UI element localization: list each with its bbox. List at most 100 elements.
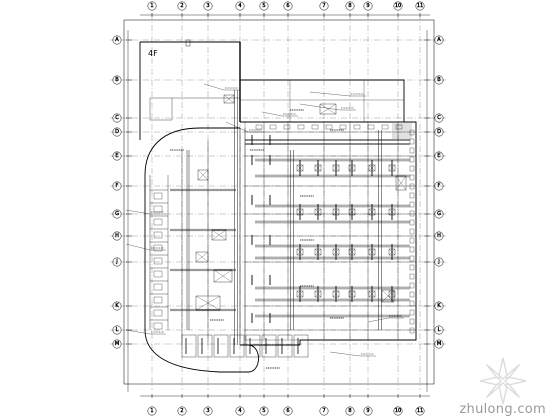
- axis-label-bottom: 10: [395, 408, 401, 414]
- axis-bubble-left: [112, 325, 122, 335]
- axis-bubble-left: [112, 181, 122, 191]
- axis-bubble-right: [434, 151, 444, 161]
- axis-label-right: B: [437, 77, 441, 83]
- axis-bubble-bottom: [177, 406, 187, 416]
- axis-label-bottom: 2: [180, 408, 183, 414]
- axis-label-right: H: [437, 233, 441, 239]
- axis-bubble-bottom: [235, 406, 245, 416]
- axis-bubble-left: [112, 257, 122, 267]
- axis-label-bottom: 7: [322, 408, 325, 414]
- axis-label-bottom: 1: [150, 408, 153, 414]
- axis-label-top: 11: [417, 3, 423, 9]
- axis-bubble-top: [203, 1, 213, 11]
- axis-label-top: 2: [180, 3, 183, 9]
- axis-label-top: 6: [286, 3, 289, 9]
- axis-label-right: D: [437, 129, 441, 135]
- axis-bubble-left: [112, 113, 122, 123]
- axis-bubble-top: [235, 1, 245, 11]
- annotation-leaders: [125, 83, 404, 369]
- axis-bubble-bottom: [393, 406, 403, 416]
- axis-label-left: D: [115, 129, 119, 135]
- axis-label-bottom: 11: [417, 408, 423, 414]
- axis-label-bottom: 6: [286, 408, 289, 414]
- axis-bubble-right: [434, 209, 444, 219]
- axis-bubble-top: [283, 1, 293, 11]
- axis-label-bottom: 8: [348, 408, 351, 414]
- floor-tag: 4F: [148, 49, 158, 58]
- axis-bubble-top: [415, 1, 425, 11]
- axis-label-bottom: 5: [262, 408, 265, 414]
- axis-label-left: G: [115, 211, 119, 217]
- axis-bubble-top: [259, 1, 269, 11]
- axis-bubble-bottom: [345, 406, 355, 416]
- axis-bubble-top: [177, 1, 187, 11]
- axis-label-left: L: [116, 327, 119, 333]
- axis-label-top: 5: [262, 3, 265, 9]
- axis-label-top: 10: [395, 3, 401, 9]
- axis-bubble-left: [112, 151, 122, 161]
- equipment-symbols: [195, 94, 415, 334]
- axis-bubble-left: [112, 209, 122, 219]
- axis-label-bottom: 9: [366, 408, 369, 414]
- axis-label-left: B: [115, 77, 119, 83]
- room-partitions: [149, 39, 417, 358]
- axis-bubble-right: [434, 257, 444, 267]
- axis-bubble-bottom: [259, 406, 269, 416]
- axis-label-bottom: 3: [206, 408, 209, 414]
- axis-label-left: J: [115, 259, 117, 265]
- axis-bubble-right: [434, 75, 444, 85]
- axis-label-bottom: 4: [238, 408, 241, 414]
- axis-bubble-right: [434, 339, 444, 349]
- axis-label-right: K: [437, 303, 441, 309]
- axis-bubble-bottom: [147, 406, 157, 416]
- axis-bubble-right: [434, 301, 444, 311]
- axis-bubble-bottom: [319, 406, 329, 416]
- zhulong-logo-icon: [479, 357, 527, 405]
- axis-label-right: J: [437, 259, 439, 265]
- axis-bubble-left: [112, 339, 122, 349]
- axis-label-left: K: [115, 303, 119, 309]
- axis-label-top: 1: [150, 3, 153, 9]
- axis-label-top: 3: [206, 3, 209, 9]
- axis-bubble-top: [345, 1, 355, 11]
- axis-bubble-top: [319, 1, 329, 11]
- axis-label-top: 9: [366, 3, 369, 9]
- axis-label-left: H: [115, 233, 119, 239]
- axis-bubble-bottom: [363, 406, 373, 416]
- axis-label-top: 4: [238, 3, 241, 9]
- axis-bubble-right: [434, 231, 444, 241]
- axis-bubble-left: [112, 127, 122, 137]
- axis-bubble-right: [434, 181, 444, 191]
- hvac-ductwork: [170, 42, 410, 345]
- axis-label-top: 7: [322, 3, 325, 9]
- axis-bubble-top: [363, 1, 373, 11]
- axis-bubble-top: [393, 1, 403, 11]
- axis-bubble-right: [434, 35, 444, 45]
- axis-bubble-left: [112, 75, 122, 85]
- axis-bubble-left: [112, 301, 122, 311]
- drawing-frame: [123, 19, 435, 385]
- axis-label-left: E: [115, 153, 118, 159]
- axis-label-right: M: [437, 341, 441, 347]
- axis-bubble-bottom: [283, 406, 293, 416]
- axis-bubble-top: [147, 1, 157, 11]
- axis-label-left: C: [115, 115, 119, 121]
- axis-label-left: F: [116, 183, 119, 189]
- axis-label-right: A: [437, 37, 441, 43]
- axis-label-top: 8: [348, 3, 351, 9]
- axis-label-right: F: [438, 183, 441, 189]
- axis-label-right: E: [437, 153, 440, 159]
- axis-label-right: C: [437, 115, 441, 121]
- axis-label-left: A: [115, 37, 119, 43]
- axis-bubble-right: [434, 127, 444, 137]
- axis-bubble-bottom: [415, 406, 425, 416]
- axis-bubble-left: [112, 231, 122, 241]
- axis-label-left: M: [115, 341, 119, 347]
- axis-bubble-left: [112, 35, 122, 45]
- axis-bubble-right: [434, 113, 444, 123]
- axis-bubble-right: [434, 325, 444, 335]
- axis-label-right: G: [437, 211, 441, 217]
- axis-label-right: L: [438, 327, 441, 333]
